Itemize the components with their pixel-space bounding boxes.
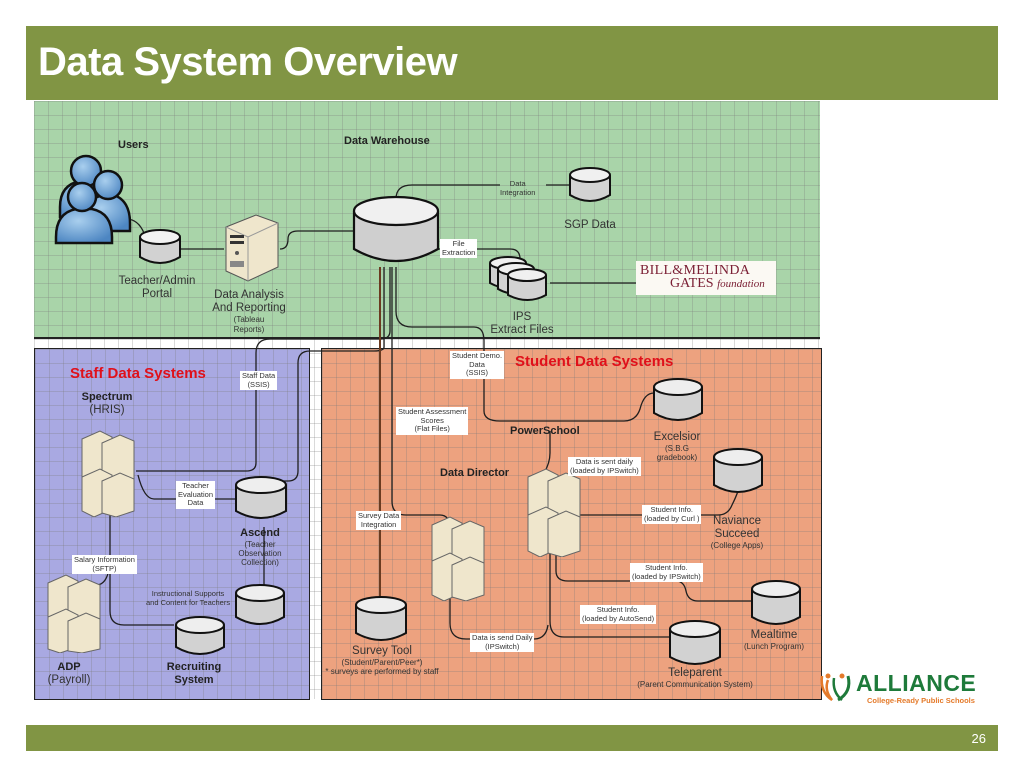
sgp-data-label: SGP Data xyxy=(564,219,616,231)
tag-file-extraction: File Extraction xyxy=(440,239,478,259)
tag-data-integration: Data Integration xyxy=(500,179,536,197)
teleparent-database-icon xyxy=(669,620,721,665)
staff-data-systems-title: Staff Data Systems xyxy=(70,365,206,382)
survey-tool-label: Survey Tool (Student/Parent/Peer*) * sur… xyxy=(325,645,439,677)
sgp-database-icon xyxy=(569,167,611,202)
mealtime-database-icon xyxy=(751,580,801,625)
data-director-server-icon xyxy=(431,516,485,601)
tag-staff-data: Staff Data (SSIS) xyxy=(240,371,278,391)
alliance-figures-icon xyxy=(820,673,851,702)
footer-bar: 26 xyxy=(26,725,998,751)
gates-foundation-logo: BILL&MELINDA GATES foundation xyxy=(636,261,776,295)
teleparent-label: Teleparent (Parent Communication System) xyxy=(637,667,753,690)
ascend-label: Ascend (Teacher Observation Collection) xyxy=(238,527,282,568)
powerschool-server-icon xyxy=(527,468,581,557)
teacher-portal-database-icon xyxy=(139,229,181,264)
recruiting-label: Recruiting System xyxy=(166,661,222,686)
excelsior-database-icon xyxy=(653,378,703,421)
users-heading: Users xyxy=(118,139,149,151)
data-warehouse-heading: Data Warehouse xyxy=(344,135,430,147)
slide-title: Data System Overview xyxy=(38,40,458,84)
tag-student-info-autosend: Student Info. (loaded by AutoSend) xyxy=(580,605,657,625)
student-data-systems-title: Student Data Systems xyxy=(515,353,674,370)
adp-label: ADP (Payroll) xyxy=(47,661,91,686)
spectrum-server-icon xyxy=(81,430,135,517)
ascend-database-icon xyxy=(235,476,287,519)
naviance-label: Naviance Succeed (College Apps) xyxy=(710,515,764,551)
survey-tool-database-icon xyxy=(355,596,407,641)
data-analysis-label: Data Analysis And Reporting (Tableau Rep… xyxy=(212,289,286,334)
teacher-portal-label: Teacher/Admin Portal xyxy=(118,275,196,301)
naviance-database-icon xyxy=(713,448,763,493)
tag-survey-data-integration: Survey Data Integration xyxy=(356,511,402,531)
users-icon xyxy=(54,154,132,245)
tag-student-info-curl: Student Info. (loaded by Curl ) xyxy=(642,505,702,525)
tag-teacher-evaluation: Teacher Evaluation Data xyxy=(176,481,216,509)
tag-student-demo: Student Demo. Data (SSIS) xyxy=(450,351,505,379)
mealtime-label: Mealtime (Lunch Program) xyxy=(743,629,805,652)
adp-server-icon xyxy=(47,574,101,653)
tag-data-sent-daily: Data is sent daily (loaded by IPSwitch) xyxy=(568,457,641,477)
ips-files-icon xyxy=(489,256,547,301)
instructional-database-icon xyxy=(235,584,285,625)
data-system-diagram: BILL&MELINDA GATES foundation xyxy=(34,101,822,700)
excelsior-label: Excelsior (S.B.G gradebook) xyxy=(653,431,701,463)
analysis-server-icon xyxy=(225,214,279,282)
data-warehouse-database-icon xyxy=(352,195,440,263)
data-director-heading: Data Director xyxy=(440,467,510,479)
tag-salary-information: Salary Information (SFTP) xyxy=(72,555,137,575)
tag-data-send-daily: Data is send Daily (IPSwitch) xyxy=(470,633,535,653)
tag-instructional-supports: Instructional Supports and Content for T… xyxy=(146,589,231,607)
tag-student-info-ipswitch: Student Info. (loaded by IPSwitch) xyxy=(630,563,703,583)
title-bar: Data System Overview xyxy=(26,26,998,100)
powerschool-heading: PowerSchool xyxy=(510,425,580,437)
alliance-logo: ALLIANCE College-Ready Public Schools xyxy=(818,668,998,708)
tag-student-assessment: Student Assessment Scores (Flat Files) xyxy=(396,407,469,435)
page-number: 26 xyxy=(971,731,986,746)
spectrum-label: Spectrum (HRIS) xyxy=(81,391,133,416)
ips-label: IPS Extract Files xyxy=(490,311,554,337)
recruiting-database-icon xyxy=(175,616,225,655)
